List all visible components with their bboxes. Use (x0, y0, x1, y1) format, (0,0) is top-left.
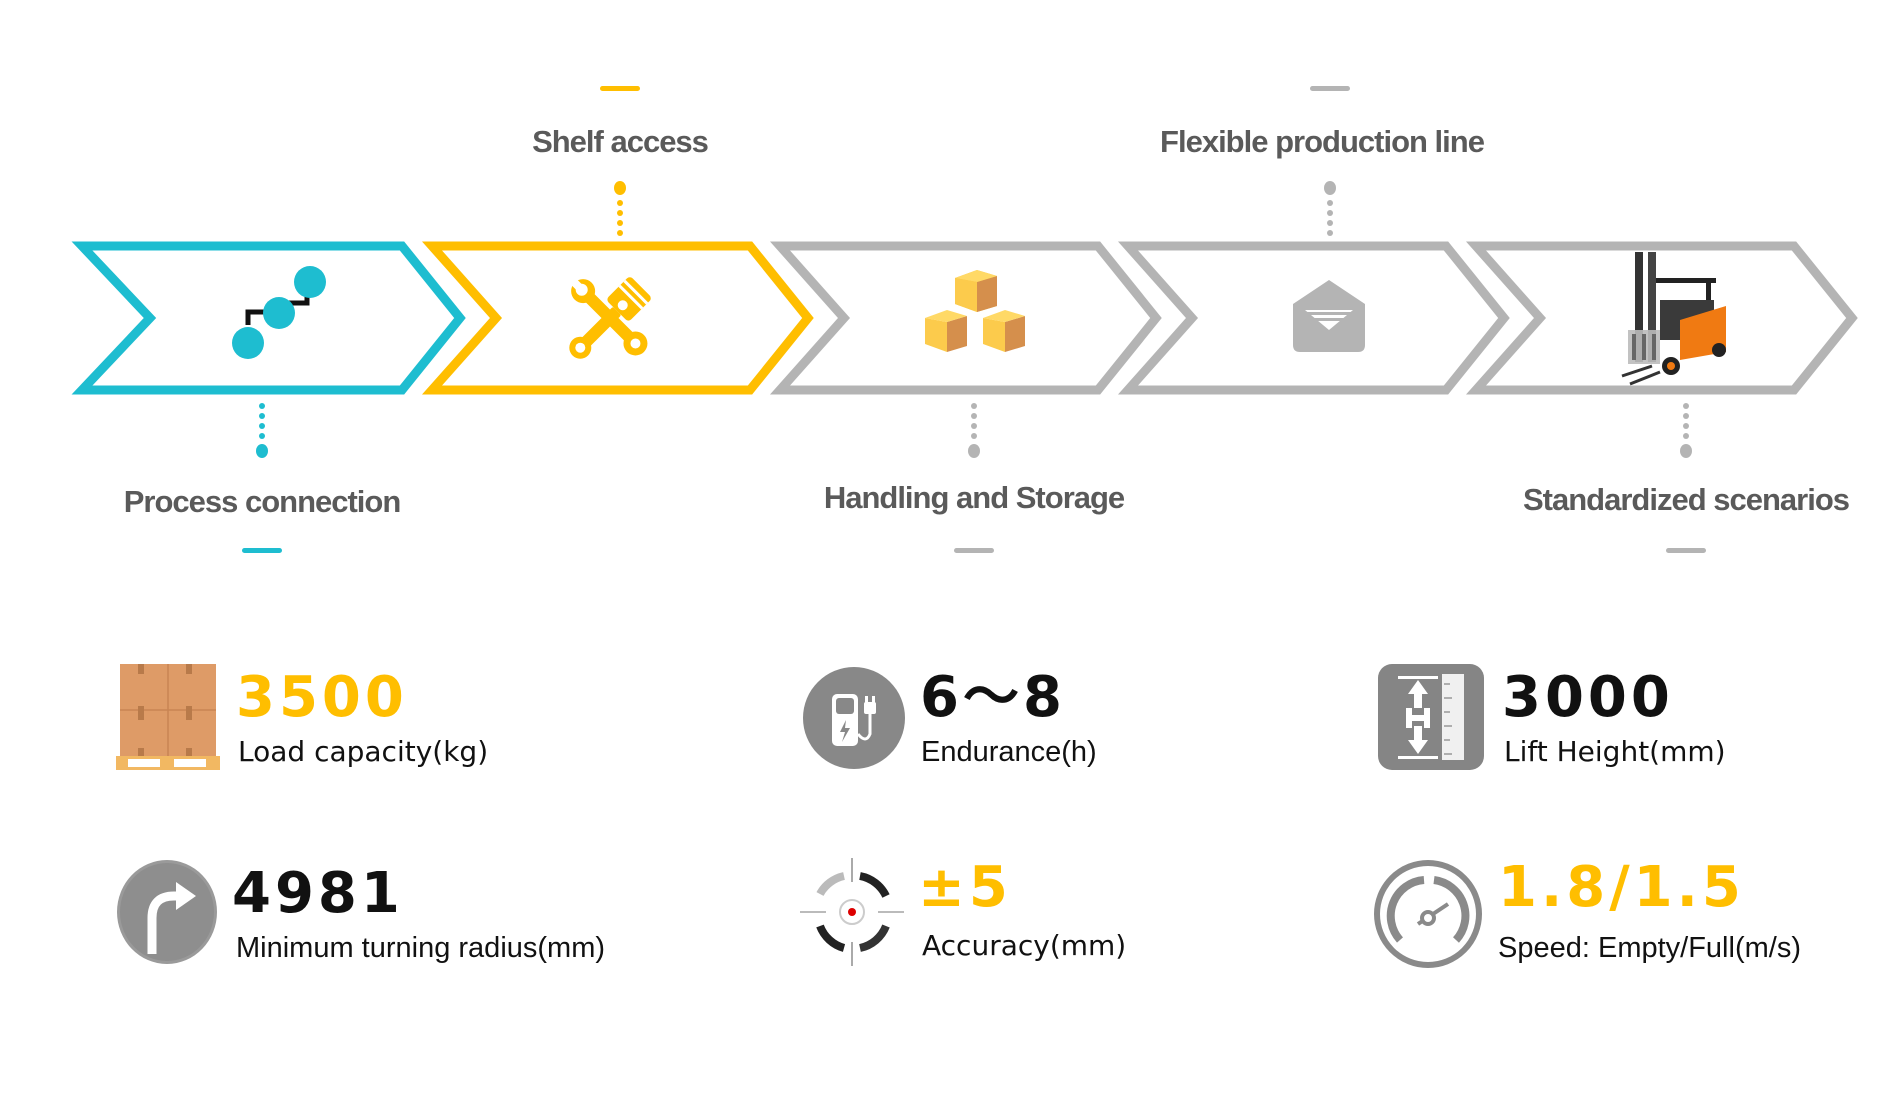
spec-label-load-capacity: Load capacity(kg) (238, 735, 489, 768)
accent-dash (1666, 548, 1706, 553)
boxes-icon (925, 270, 1025, 352)
spec-value-turning-radius: 4981 (232, 861, 404, 926)
step-label-flexible-production-line: Flexible production line (1160, 124, 1485, 159)
step-label-shelf-access: Shelf access (532, 124, 709, 159)
spec-value-speed: 1.8/1.5 (1498, 855, 1745, 920)
height-ruler-icon (1378, 664, 1486, 777)
connector-process-connection (255, 402, 269, 467)
chevron-process-connection (71, 241, 466, 395)
connector-standardized-scenarios (1679, 402, 1693, 467)
connector-handling-storage (967, 402, 981, 467)
envelope-icon (1293, 280, 1365, 352)
step-label-standardized-scenarios: Standardized scenarios (1522, 482, 1850, 517)
spec-value-endurance: 6～8 (920, 665, 1066, 730)
connected-nodes-icon (232, 266, 326, 359)
process-flow (71, 241, 1858, 395)
spec-value-accuracy: ±5 (918, 855, 1012, 920)
spec-value-load-capacity: 3500 (236, 665, 408, 730)
accent-dash (1310, 86, 1350, 91)
crosshair-target-icon (798, 856, 906, 973)
spec-label-turning-radius: Minimum turning radius(mm) (236, 932, 606, 964)
charging-station-icon (802, 664, 906, 777)
pallet-boxes-icon (116, 664, 220, 777)
chevron-flexible-production (1117, 241, 1510, 395)
chevron-standardized-scenarios (1465, 241, 1858, 395)
tools-icon (567, 275, 651, 359)
step-label-handling-storage: Handling and Storage (823, 480, 1125, 515)
forklift-icon (1621, 252, 1726, 386)
spec-label-speed: Speed: Empty/Full(m/s) (1498, 932, 1801, 964)
chevron-handling-storage (769, 241, 1162, 395)
speedometer-icon (1372, 858, 1484, 975)
spec-label-endurance: Endurance(h) (921, 736, 1097, 768)
spec-label-accuracy: Accuracy(mm) (922, 929, 1127, 962)
chevron-shelf-access (421, 241, 814, 395)
spec-label-lift-height: Lift Height(mm) (1504, 735, 1726, 768)
spec-value-lift-height: 3000 (1502, 665, 1674, 730)
connector-shelf-access (613, 180, 627, 245)
accent-dash (242, 548, 282, 553)
connector-flexible-production (1323, 180, 1337, 245)
turn-right-arrow-icon (116, 858, 220, 971)
accent-dash (954, 548, 994, 553)
accent-dash (600, 86, 640, 91)
step-label-process-connection: Process connection (123, 484, 402, 519)
